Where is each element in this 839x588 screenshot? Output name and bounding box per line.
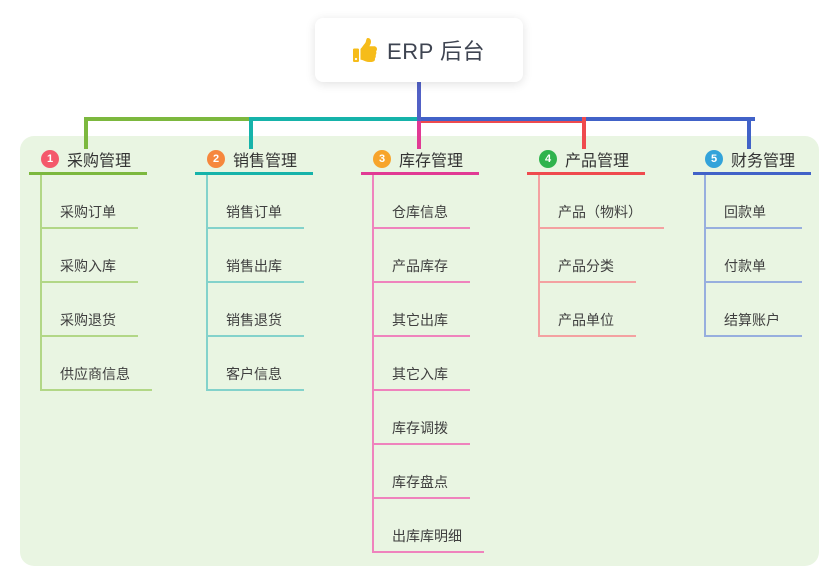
child-node[interactable]: 产品（物料） bbox=[540, 175, 664, 229]
child-label: 产品单位 bbox=[558, 312, 614, 328]
child-label: 采购退货 bbox=[60, 312, 116, 328]
vdrop-branch3 bbox=[417, 121, 421, 149]
child-label: 供应商信息 bbox=[60, 366, 130, 382]
branch-children-3: 仓库信息产品库存其它出库其它入库库存调拨库存盘点出库库明细 bbox=[372, 175, 511, 553]
child-label: 其它出库 bbox=[392, 312, 448, 328]
branch-label: 产品管理 bbox=[565, 152, 630, 170]
branch-label: 采购管理 bbox=[67, 152, 132, 170]
branch-number-badge: 3 bbox=[373, 149, 391, 168]
child-node[interactable]: 库存调拨 bbox=[374, 391, 470, 445]
child-node[interactable]: 采购退货 bbox=[42, 283, 138, 337]
hline-branch5 bbox=[421, 117, 755, 121]
child-label: 销售出库 bbox=[226, 258, 282, 274]
branch-3: 3 库存管理仓库信息产品库存其它出库其它入库库存调拨库存盘点出库库明细 bbox=[361, 145, 511, 553]
branch-node-5[interactable]: 5 财务管理 bbox=[693, 145, 811, 175]
child-node[interactable]: 客户信息 bbox=[208, 337, 304, 391]
child-label: 出库库明细 bbox=[392, 528, 462, 544]
child-label: 客户信息 bbox=[226, 366, 282, 382]
branch-node-3[interactable]: 3 库存管理 bbox=[361, 145, 479, 175]
child-node[interactable]: 出库库明细 bbox=[374, 499, 484, 553]
branch-node-1[interactable]: 1 采购管理 bbox=[29, 145, 147, 175]
child-node[interactable]: 销售退货 bbox=[208, 283, 304, 337]
child-node[interactable]: 结算账户 bbox=[706, 283, 802, 337]
branch-children-2: 销售订单销售出库销售退货客户信息 bbox=[206, 175, 345, 391]
branch-4: 4 产品管理产品（物料） 产品分类产品单位 bbox=[527, 145, 677, 337]
child-label: 采购订单 bbox=[60, 204, 116, 220]
child-node[interactable]: 采购订单 bbox=[42, 175, 138, 229]
child-label: 产品库存 bbox=[392, 258, 448, 274]
child-label: 销售订单 bbox=[226, 204, 282, 220]
branch-1: 1 采购管理采购订单采购入库采购退货供应商信息 bbox=[29, 145, 179, 391]
child-label: 回款单 bbox=[724, 204, 766, 220]
child-node[interactable]: 其它入库 bbox=[374, 337, 470, 391]
child-node[interactable]: 付款单 bbox=[706, 229, 802, 283]
child-node[interactable]: 库存盘点 bbox=[374, 445, 470, 499]
child-node[interactable]: 其它出库 bbox=[374, 283, 470, 337]
hline-branch2 bbox=[249, 117, 417, 121]
root-stem bbox=[417, 82, 421, 121]
root-node[interactable]: ERP 后台 bbox=[315, 18, 523, 82]
child-node[interactable]: 销售订单 bbox=[208, 175, 304, 229]
child-node[interactable]: 供应商信息 bbox=[42, 337, 152, 391]
vdrop-branch1 bbox=[84, 117, 88, 149]
child-node[interactable]: 采购入库 bbox=[42, 229, 138, 283]
vdrop-branch2 bbox=[249, 117, 253, 149]
branch-5: 5 财务管理回款单付款单结算账户 bbox=[693, 145, 839, 337]
hline-branch4 bbox=[421, 119, 586, 123]
child-label: 产品（物料） bbox=[558, 204, 642, 220]
child-label: 采购入库 bbox=[60, 258, 116, 274]
branch-number-badge: 2 bbox=[207, 149, 225, 168]
root-title: ERP 后台 bbox=[387, 39, 485, 64]
vdrop-branch4 bbox=[582, 117, 586, 149]
child-label: 其它入库 bbox=[392, 366, 448, 382]
branch-label: 财务管理 bbox=[731, 152, 796, 170]
branch-number-badge: 4 bbox=[539, 149, 557, 168]
branch-label: 销售管理 bbox=[233, 152, 298, 170]
branch-node-4[interactable]: 4 产品管理 bbox=[527, 145, 645, 175]
branches-panel bbox=[20, 136, 819, 566]
child-node[interactable]: 回款单 bbox=[706, 175, 802, 229]
branch-children-1: 采购订单采购入库采购退货供应商信息 bbox=[40, 175, 179, 391]
child-node[interactable]: 销售出库 bbox=[208, 229, 304, 283]
vdrop-branch5 bbox=[747, 117, 751, 149]
child-label: 库存盘点 bbox=[392, 474, 448, 490]
branch-children-5: 回款单付款单结算账户 bbox=[704, 175, 839, 337]
branch-2: 2 销售管理销售订单销售出库销售退货客户信息 bbox=[195, 145, 345, 391]
branch-label: 库存管理 bbox=[399, 152, 464, 170]
child-label: 付款单 bbox=[724, 258, 766, 274]
child-label: 结算账户 bbox=[724, 312, 780, 328]
child-node[interactable]: 产品分类 bbox=[540, 229, 636, 283]
child-label: 销售退货 bbox=[226, 312, 282, 328]
thumbs-up-icon bbox=[353, 38, 378, 62]
child-node[interactable]: 仓库信息 bbox=[374, 175, 470, 229]
branch-children-4: 产品（物料） 产品分类产品单位 bbox=[538, 175, 677, 337]
branch-number-badge: 1 bbox=[41, 149, 59, 168]
child-label: 产品分类 bbox=[558, 258, 614, 274]
child-label: 库存调拨 bbox=[392, 420, 448, 436]
branch-number-badge: 5 bbox=[705, 149, 723, 168]
child-node[interactable]: 产品单位 bbox=[540, 283, 636, 337]
branch-node-2[interactable]: 2 销售管理 bbox=[195, 145, 313, 175]
child-node[interactable]: 产品库存 bbox=[374, 229, 470, 283]
child-label: 仓库信息 bbox=[392, 204, 448, 220]
